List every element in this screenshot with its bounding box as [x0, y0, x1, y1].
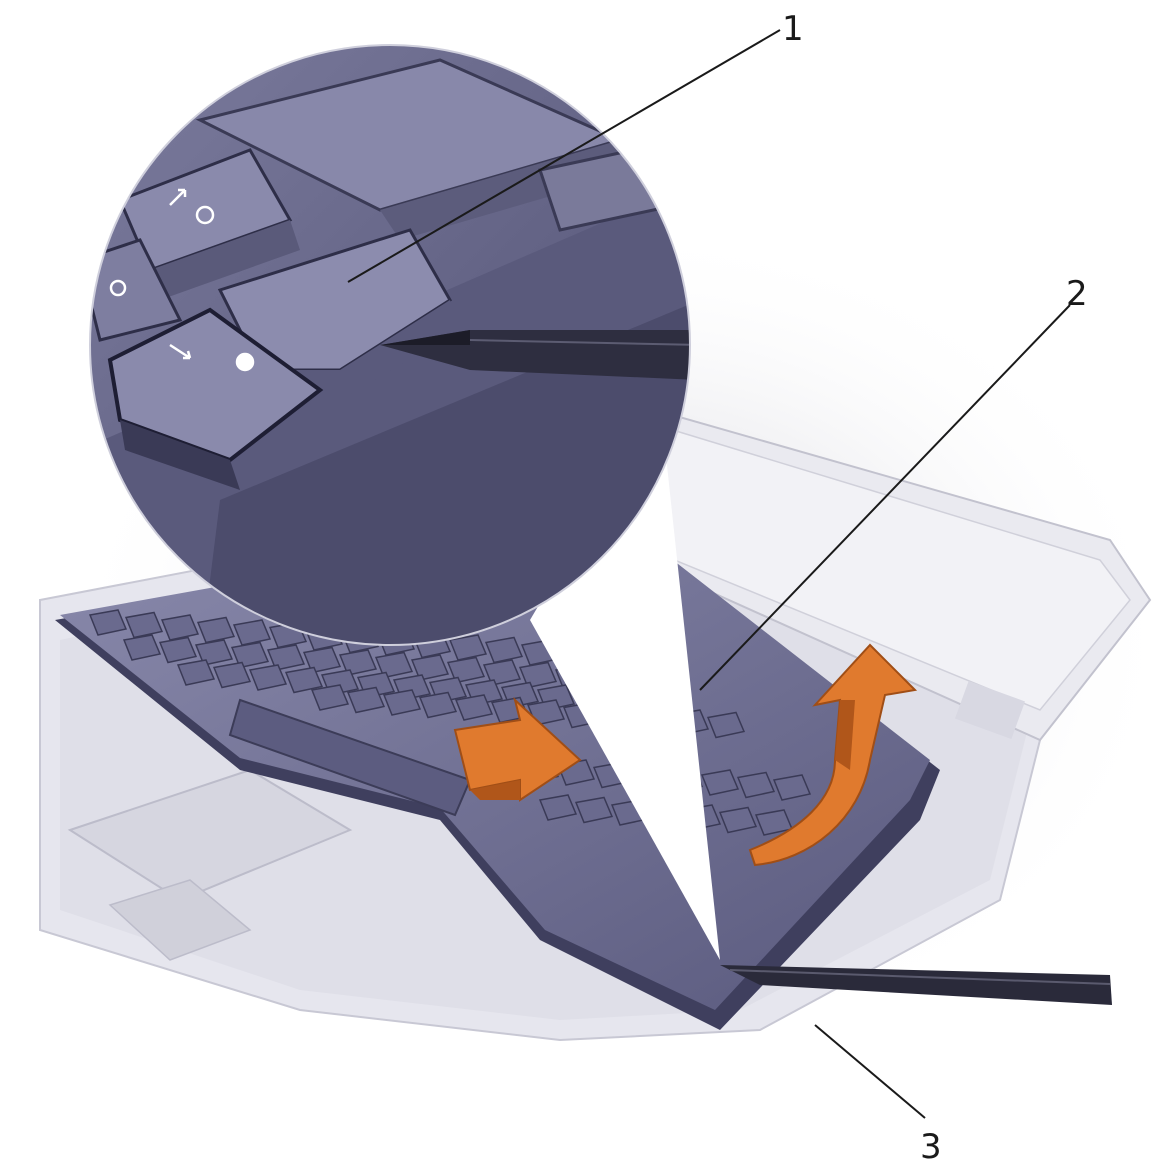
callout-2: 2 — [1066, 274, 1088, 314]
leader-line-3 — [815, 1025, 925, 1118]
callout-3: 3 — [920, 1127, 942, 1164]
callout-1: 1 — [782, 9, 804, 49]
